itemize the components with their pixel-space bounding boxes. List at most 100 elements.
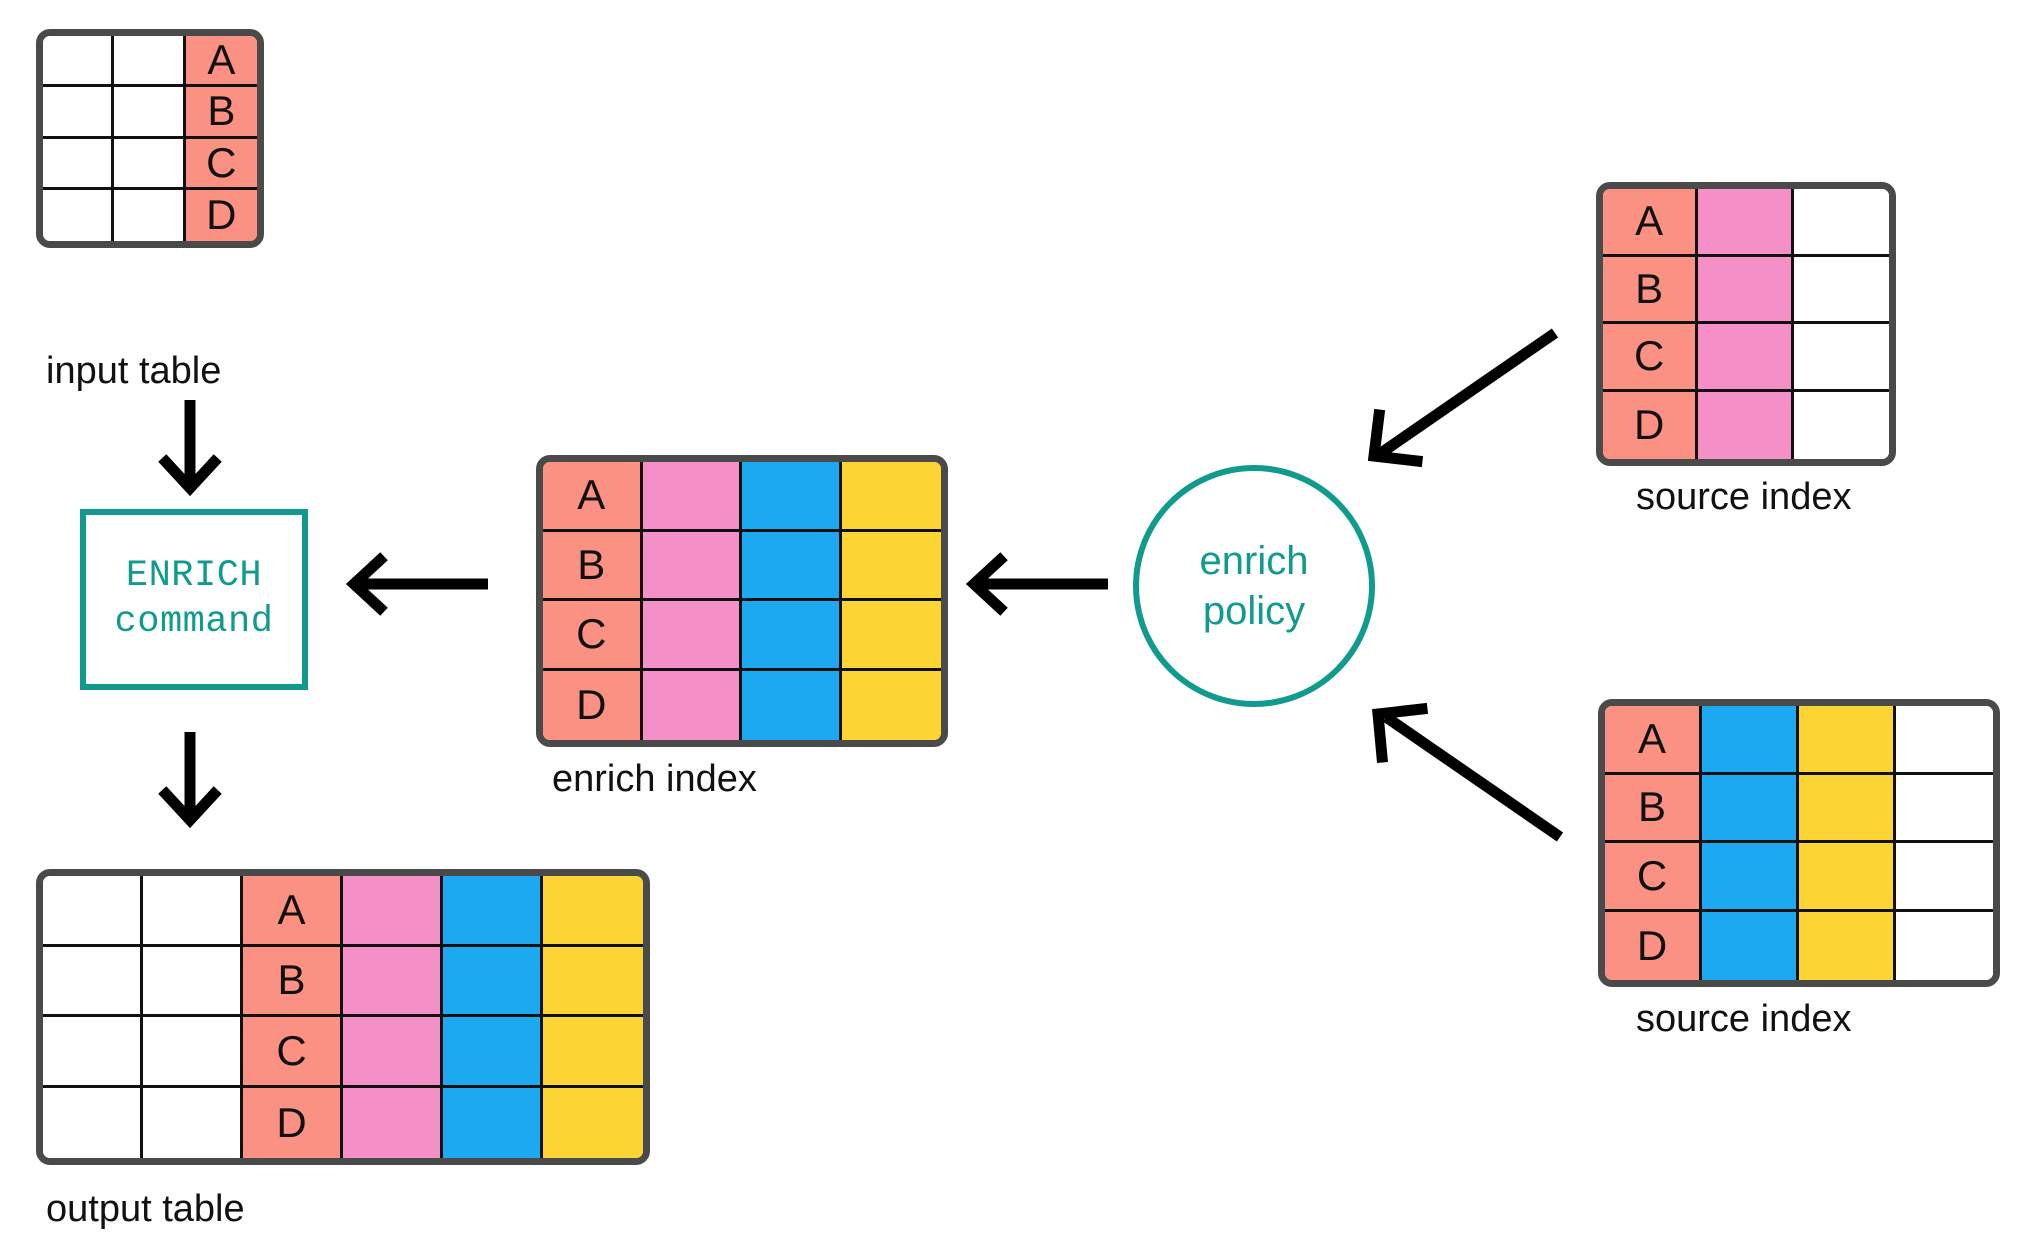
table-cell	[43, 36, 115, 88]
arrow-enrich-policy-to-enrich-index	[965, 552, 1108, 616]
enrich-policy-line-1: enrich	[1199, 539, 1309, 583]
table-cell	[742, 670, 842, 740]
table-cell	[742, 531, 842, 601]
table-cell	[1698, 189, 1794, 257]
table-cell: D	[185, 189, 257, 241]
table-cell	[642, 462, 742, 532]
table-cell: A	[543, 462, 643, 532]
table-cell: B	[543, 531, 643, 601]
table-cell	[1698, 391, 1794, 459]
table-cell	[43, 1087, 143, 1158]
table-cell	[143, 946, 243, 1017]
table-cell	[1896, 843, 1993, 912]
source-index-top-caption: source index	[1636, 476, 1852, 518]
table-cell: B	[243, 946, 343, 1017]
enrich-command-box[interactable]: ENRICH command	[80, 509, 308, 690]
table-cell	[43, 876, 143, 947]
table-cell	[443, 876, 543, 947]
table-cell	[1793, 391, 1889, 459]
table-cell	[43, 189, 115, 241]
table-cell	[1702, 843, 1799, 912]
table-cell	[1702, 774, 1799, 843]
table-cell	[1793, 324, 1889, 392]
table-cell: C	[1603, 324, 1699, 392]
table-cell: A	[185, 36, 257, 88]
enrich-policy-circle[interactable]: enrich policy	[1133, 465, 1375, 707]
table-cell: C	[185, 138, 257, 190]
table-cell	[742, 601, 842, 671]
table-cell: D	[1605, 911, 1702, 980]
table-cell	[841, 462, 941, 532]
output-table-caption: output table	[46, 1188, 245, 1230]
table-cell	[114, 36, 186, 88]
table-cell	[43, 1017, 143, 1088]
table-cell	[841, 670, 941, 740]
table-cell: C	[1605, 843, 1702, 912]
enrich-command-line-1: ENRICH	[125, 555, 263, 598]
table-cell	[1799, 843, 1896, 912]
table-cell: A	[1605, 706, 1702, 775]
table-cell	[43, 138, 115, 190]
table-cell	[841, 531, 941, 601]
enrich-policy-line-2: policy	[1202, 589, 1306, 633]
table-cell	[43, 946, 143, 1017]
input-table-caption: input table	[46, 350, 222, 392]
enrich-command-line-2: command	[114, 600, 274, 643]
table-cell	[543, 876, 643, 947]
table-cell	[1896, 774, 1993, 843]
table-cell	[543, 1017, 643, 1088]
enrich-index-caption: enrich index	[552, 758, 757, 800]
table-cell: B	[1605, 774, 1702, 843]
table-cell	[343, 946, 443, 1017]
table-cell	[1896, 706, 1993, 775]
arrow-enrich-index-to-enrich-command	[345, 552, 488, 616]
table-cell	[114, 189, 186, 241]
table-cell	[1698, 324, 1794, 392]
table-cell	[1799, 774, 1896, 843]
table-cell	[143, 876, 243, 947]
source-index-bottom-caption: source index	[1636, 998, 1852, 1040]
table-cell	[443, 946, 543, 1017]
table-cell	[1799, 911, 1896, 980]
table-cell	[1793, 256, 1889, 324]
table-cell	[343, 1017, 443, 1088]
table-cell	[543, 946, 643, 1017]
table-cell	[1896, 911, 1993, 980]
arrow-input-table-to-enrich-command	[158, 400, 222, 497]
table-cell	[343, 876, 443, 947]
table-cell	[43, 87, 115, 139]
arrow-source-index-top-to-enrich-policy	[1367, 328, 1559, 468]
table-cell	[1698, 256, 1794, 324]
table-cell: D	[543, 670, 643, 740]
table-cell: B	[1603, 256, 1699, 324]
table-cell	[1702, 911, 1799, 980]
arrow-source-index-bottom-to-enrich-policy	[1372, 702, 1564, 842]
table-cell: C	[243, 1017, 343, 1088]
table-cell	[642, 601, 742, 671]
table-cell	[642, 531, 742, 601]
table-cell	[143, 1017, 243, 1088]
table-cell: B	[185, 87, 257, 139]
table-cell	[143, 1087, 243, 1158]
table-cell	[841, 601, 941, 671]
table-cell: C	[543, 601, 643, 671]
table-cell: D	[1603, 391, 1699, 459]
table-cell	[1799, 706, 1896, 775]
table-cell	[114, 138, 186, 190]
table-cell: A	[1603, 189, 1699, 257]
table-cell	[443, 1087, 543, 1158]
table-cell: A	[243, 876, 343, 947]
table-cell	[543, 1087, 643, 1158]
table-cell	[1793, 189, 1889, 257]
table-cell	[343, 1087, 443, 1158]
